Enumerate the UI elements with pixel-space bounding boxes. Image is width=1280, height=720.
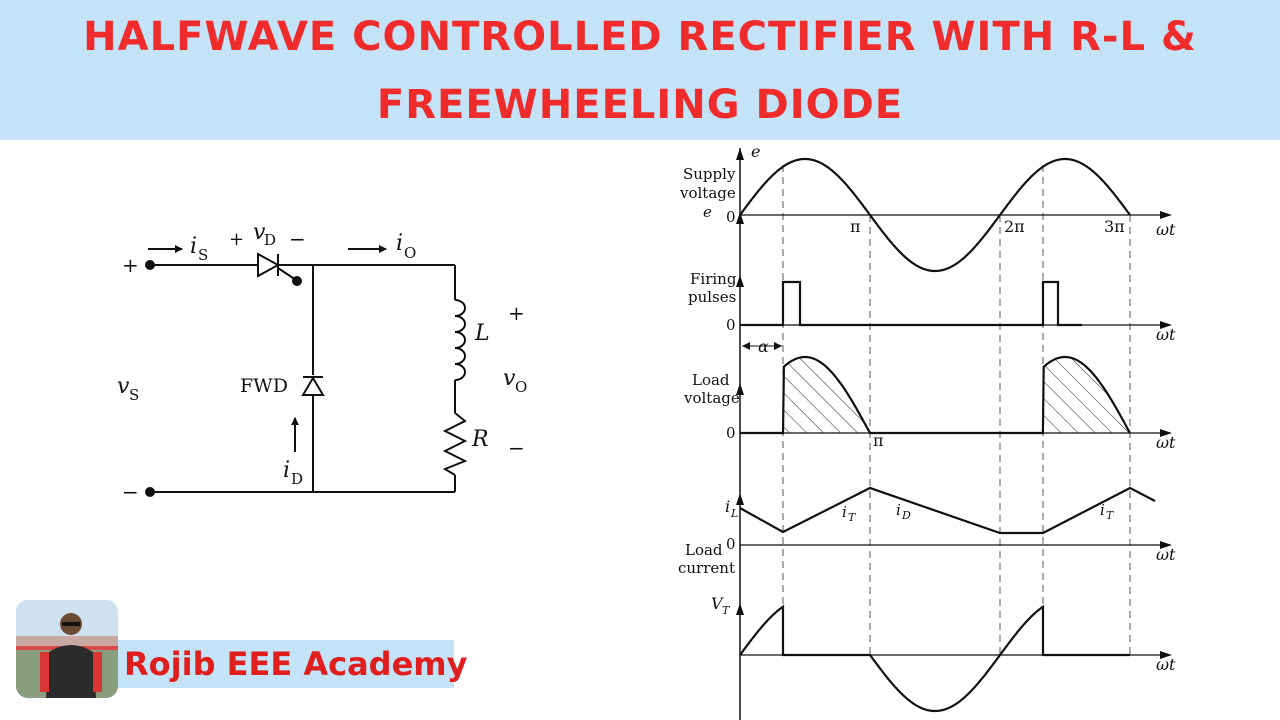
- load-zero-label: 0: [726, 424, 736, 442]
- vt-label: V: [711, 594, 724, 613]
- firing-label-1: Firing: [690, 270, 737, 288]
- id-label: i: [283, 458, 290, 483]
- it-sub-label-1: T: [848, 511, 857, 524]
- supply-2pi-label: 2π: [1004, 217, 1025, 236]
- supply-axis-e-label: e: [751, 142, 760, 161]
- supply-e-label: e: [703, 203, 712, 221]
- id-waveform-sub-label: D: [901, 509, 911, 522]
- gate-terminal: [292, 276, 302, 286]
- il-label: i: [725, 497, 730, 516]
- il-sub-label: L: [730, 507, 738, 520]
- thyristor-symbol: [257, 252, 297, 281]
- supply-voltage-curve: [739, 157, 1131, 273]
- vd-label: v: [253, 220, 266, 245]
- firing-pulses-plot: [736, 275, 1172, 329]
- input-terminal-negative: [145, 487, 155, 497]
- vd-plus-label: +: [229, 229, 244, 250]
- alpha-label: α: [758, 337, 769, 356]
- current-omega-t-label: ωt: [1156, 545, 1176, 564]
- vd-minus-label: −: [289, 227, 306, 251]
- it-sub-label-2: T: [1106, 509, 1115, 522]
- id-waveform-label: i: [896, 501, 901, 519]
- resistor-label: R: [471, 427, 489, 452]
- io-sub-label: O: [404, 244, 416, 262]
- circuit-diagram: [148, 245, 468, 493]
- vs-label: v: [117, 374, 130, 399]
- firing-zero-label: 0: [726, 316, 736, 334]
- load-current-waveform: [739, 486, 1156, 535]
- vd-sub-label: D: [264, 231, 276, 249]
- vs-sub-label: S: [129, 386, 139, 404]
- load-current-plot: [736, 486, 1172, 549]
- load-voltage-area-2: [1043, 357, 1130, 433]
- id-sub-label: D: [291, 470, 303, 488]
- title-banner: HALFWAVE CONTROLLED RECTIFIER WITH R-L &…: [0, 0, 1280, 140]
- supply-label-1: Supply: [683, 165, 736, 183]
- input-plus-label: +: [122, 253, 139, 277]
- vo-label: v: [503, 366, 516, 391]
- load-voltage-curve: [740, 355, 1131, 435]
- current-label-2: current: [678, 559, 735, 577]
- load-pi-label: π: [873, 431, 884, 450]
- load-voltage-area-1: [783, 357, 870, 433]
- channel-brand: Rojib EEE Academy: [118, 640, 467, 688]
- supply-zero-label: 0: [726, 208, 736, 226]
- supply-omega-t-label: ωt: [1156, 220, 1176, 239]
- load-label-2: voltage: [683, 389, 740, 407]
- is-sub-label: S: [198, 246, 208, 264]
- load-omega-t-label: ωt: [1156, 433, 1176, 452]
- title-line-2: FREEWHEELING DIODE: [376, 82, 904, 128]
- supply-pi-label: π: [850, 217, 861, 236]
- supply-label-2: voltage: [679, 184, 736, 202]
- freewheeling-diode-symbol: [301, 376, 325, 396]
- firing-pulse-waveform: [740, 280, 1082, 327]
- io-label: i: [396, 231, 403, 256]
- resistor-symbol: [442, 412, 468, 476]
- vt-sub-label: T: [722, 604, 731, 617]
- vo-minus-label: −: [508, 436, 525, 460]
- supply-3pi-label: 3π: [1104, 217, 1125, 236]
- title-line-1: HALFWAVE CONTROLLED RECTIFIER WITH R-L &: [83, 14, 1197, 60]
- it-label-2: i: [1100, 501, 1105, 519]
- input-terminal-positive: [145, 260, 155, 270]
- firing-omega-t-label: ωt: [1156, 325, 1176, 344]
- inductor-symbol: [454, 299, 466, 381]
- current-zero-label: 0: [726, 535, 736, 553]
- thyristor-voltage-plot: [736, 603, 1172, 713]
- vt-omega-t-label: ωt: [1156, 655, 1176, 674]
- load-label-1: Load: [692, 371, 730, 389]
- inductor-label: L: [474, 321, 490, 346]
- is-label: i: [190, 234, 197, 259]
- supply-voltage-plot: [736, 157, 1172, 273]
- it-label-1: i: [842, 503, 847, 521]
- presenter-avatar: [16, 600, 118, 698]
- input-minus-label: −: [122, 480, 139, 504]
- firing-label-2: pulses: [688, 288, 736, 306]
- load-voltage-plot: [736, 342, 1172, 437]
- vo-plus-label: +: [508, 301, 525, 325]
- current-label-1: Load: [685, 541, 723, 559]
- thyristor-voltage-curve: [739, 604, 1130, 713]
- waveform-plots: [736, 148, 1172, 720]
- vo-sub-label: O: [515, 378, 527, 396]
- fwd-label: FWD: [240, 375, 288, 397]
